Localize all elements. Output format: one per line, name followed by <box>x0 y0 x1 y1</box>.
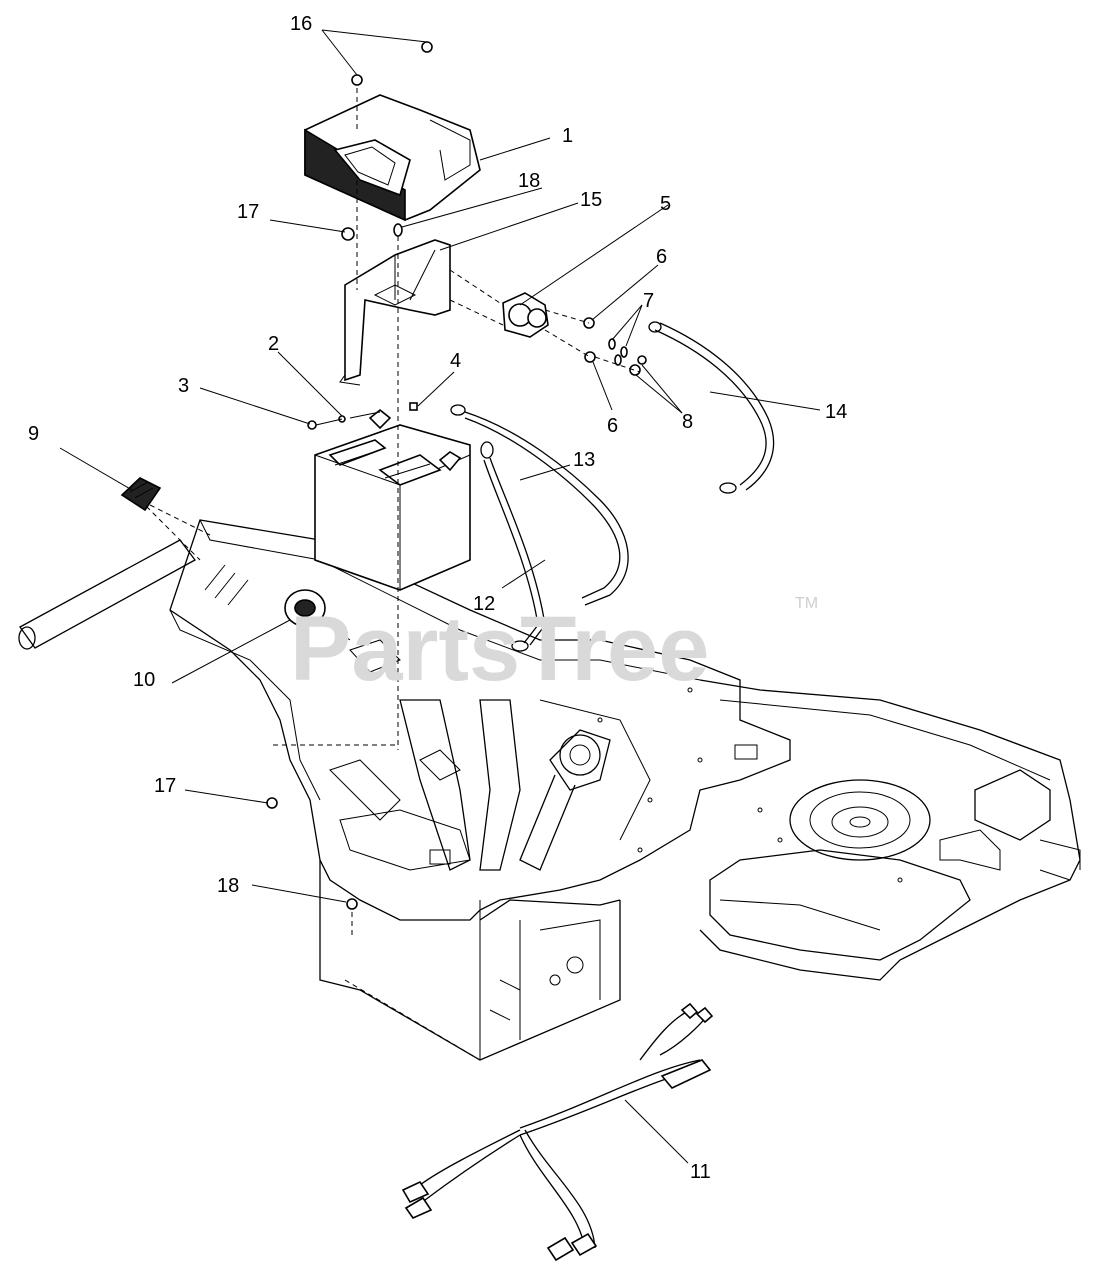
callout-3: 3 <box>178 375 189 397</box>
callout-17: 17 <box>237 201 259 223</box>
wiring-harness <box>401 1002 714 1262</box>
callout-7: 7 <box>643 290 654 312</box>
watermark: PartsTree TM <box>290 595 818 700</box>
callout-labels: 16 1 18 15 5 6 7 17 2 4 3 9 13 14 8 6 12… <box>28 13 847 1183</box>
battery-bracket <box>339 239 451 386</box>
callout-8: 8 <box>682 411 693 433</box>
callout-18b: 18 <box>217 875 239 897</box>
hardware-nuts-washers <box>544 309 647 376</box>
leader-lines <box>59 29 821 1164</box>
callout-10: 10 <box>133 669 155 691</box>
battery <box>307 402 471 591</box>
callout-1: 1 <box>562 125 573 147</box>
hardware-bolts <box>266 41 433 910</box>
starter-solenoid <box>449 269 549 338</box>
svg-text:PartsTree: PartsTree <box>290 598 709 700</box>
callout-5: 5 <box>660 193 671 215</box>
battery-cover <box>304 94 481 222</box>
callout-6b: 6 <box>607 415 618 437</box>
ground-cable <box>480 441 546 652</box>
callout-12: 12 <box>473 593 495 615</box>
callout-6: 6 <box>656 246 667 268</box>
hour-meter <box>284 589 351 641</box>
callout-11: 11 <box>690 1161 711 1183</box>
callout-14: 14 <box>825 401 847 423</box>
mower-deck <box>597 679 1081 981</box>
callout-17b: 17 <box>154 775 176 797</box>
battery-cable-positive <box>648 321 775 494</box>
callout-2: 2 <box>268 333 279 355</box>
steering-gear <box>519 699 651 871</box>
assembly-guide-lines <box>273 88 481 1061</box>
callout-4: 4 <box>450 350 461 372</box>
callout-18: 18 <box>518 170 540 192</box>
frame-tube <box>18 499 201 650</box>
callout-9: 9 <box>28 423 39 445</box>
chassis-frame <box>169 519 791 1061</box>
switch <box>120 477 211 536</box>
battery-cable-negative <box>450 404 629 606</box>
svg-text:TM: TM <box>795 595 818 612</box>
callout-13: 13 <box>573 449 595 471</box>
callout-15: 15 <box>580 189 602 211</box>
callout-16: 16 <box>290 13 312 35</box>
